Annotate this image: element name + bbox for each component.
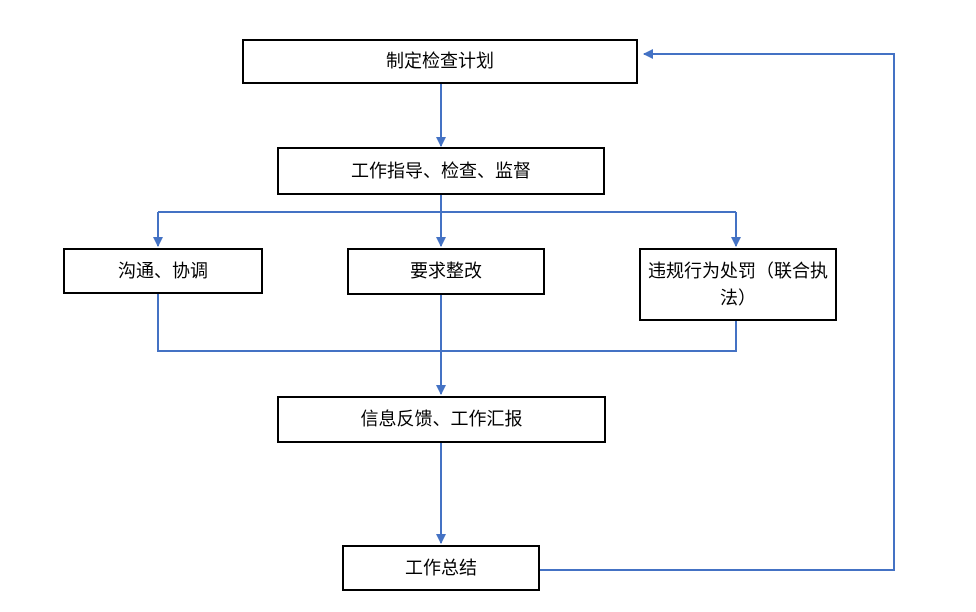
node-communicate: 沟通、协调 — [63, 248, 263, 294]
node-punish: 违规行为处罚（联合执法） — [639, 248, 837, 321]
node-summary: 工作总结 — [342, 545, 540, 591]
node-communicate-label: 沟通、协调 — [118, 260, 208, 281]
node-rectify: 要求整改 — [347, 248, 545, 295]
node-guidance-label: 工作指导、检查、监督 — [351, 160, 531, 181]
node-plan: 制定检查计划 — [242, 39, 638, 84]
node-punish-label: 违规行为处罚（联合执法） — [648, 260, 828, 308]
edge-summary-to-plan-loop — [540, 49, 895, 571]
node-rectify-label: 要求整改 — [410, 261, 482, 281]
node-summary-label: 工作总结 — [405, 557, 477, 578]
node-guidance: 工作指导、检查、监督 — [277, 147, 605, 195]
node-report: 信息反馈、工作汇报 — [277, 396, 606, 443]
node-plan-label: 制定检查计划 — [386, 51, 494, 71]
node-report-label: 信息反馈、工作汇报 — [360, 409, 523, 429]
